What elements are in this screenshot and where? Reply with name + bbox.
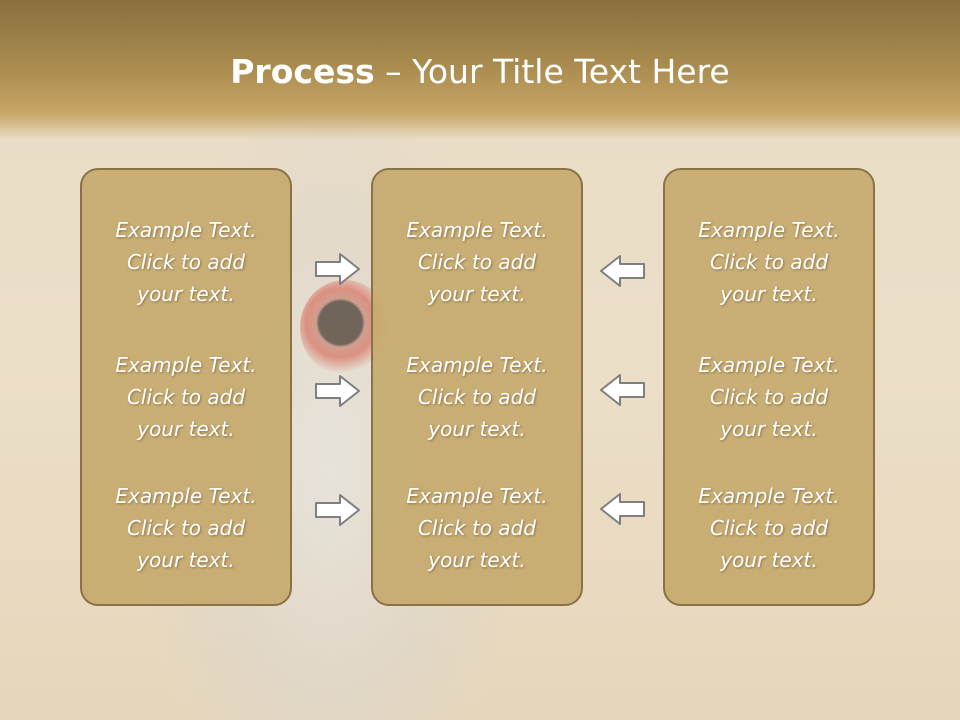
title-rest: – Your Title Text Here bbox=[374, 52, 730, 91]
text-block[interactable]: Example Text. Click to add your text. bbox=[373, 214, 581, 310]
arrow-left-icon[interactable] bbox=[598, 491, 646, 527]
text-line: Click to add bbox=[126, 385, 246, 409]
arrow-right-icon[interactable] bbox=[314, 251, 362, 287]
text-line: your text. bbox=[137, 282, 235, 306]
text-block[interactable]: Example Text. Click to add your text. bbox=[82, 214, 290, 310]
text-box-right[interactable]: Example Text. Click to add your text. Ex… bbox=[663, 168, 875, 606]
text-line: your text. bbox=[428, 417, 526, 441]
text-block[interactable]: Example Text. Click to add your text. bbox=[82, 349, 290, 445]
text-line: Example Text. bbox=[115, 218, 257, 242]
text-line: Example Text. bbox=[406, 484, 548, 508]
arrow-left-icon[interactable] bbox=[598, 253, 646, 289]
text-line: Example Text. bbox=[406, 353, 548, 377]
text-line: Example Text. bbox=[698, 353, 840, 377]
text-line: your text. bbox=[720, 548, 818, 572]
text-box-center[interactable]: Example Text. Click to add your text. Ex… bbox=[371, 168, 583, 606]
text-line: Click to add bbox=[709, 516, 829, 540]
title-bold: Process bbox=[230, 52, 375, 91]
text-line: your text. bbox=[720, 282, 818, 306]
text-line: your text. bbox=[137, 548, 235, 572]
text-line: Click to add bbox=[417, 516, 537, 540]
text-box-left[interactable]: Example Text. Click to add your text. Ex… bbox=[80, 168, 292, 606]
text-block[interactable]: Example Text. Click to add your text. bbox=[665, 214, 873, 310]
text-line: Click to add bbox=[709, 385, 829, 409]
text-line: your text. bbox=[720, 417, 818, 441]
arrow-left-icon[interactable] bbox=[598, 372, 646, 408]
text-line: Click to add bbox=[417, 385, 537, 409]
text-block[interactable]: Example Text. Click to add your text. bbox=[665, 349, 873, 445]
text-line: Example Text. bbox=[406, 218, 548, 242]
text-block[interactable]: Example Text. Click to add your text. bbox=[373, 480, 581, 576]
text-line: Example Text. bbox=[115, 353, 257, 377]
arrow-right-icon[interactable] bbox=[314, 373, 362, 409]
text-line: your text. bbox=[137, 417, 235, 441]
text-line: Click to add bbox=[417, 250, 537, 274]
arrow-right-icon[interactable] bbox=[314, 492, 362, 528]
text-block[interactable]: Example Text. Click to add your text. bbox=[82, 480, 290, 576]
text-line: Click to add bbox=[126, 250, 246, 274]
text-line: Click to add bbox=[126, 516, 246, 540]
text-line: your text. bbox=[428, 282, 526, 306]
text-block[interactable]: Example Text. Click to add your text. bbox=[373, 349, 581, 445]
text-line: Example Text. bbox=[698, 218, 840, 242]
text-line: Example Text. bbox=[115, 484, 257, 508]
text-line: Click to add bbox=[709, 250, 829, 274]
title-band bbox=[0, 0, 960, 140]
slide-title[interactable]: Process – Your Title Text Here bbox=[0, 52, 960, 91]
text-line: your text. bbox=[428, 548, 526, 572]
text-line: Example Text. bbox=[698, 484, 840, 508]
text-block[interactable]: Example Text. Click to add your text. bbox=[665, 480, 873, 576]
